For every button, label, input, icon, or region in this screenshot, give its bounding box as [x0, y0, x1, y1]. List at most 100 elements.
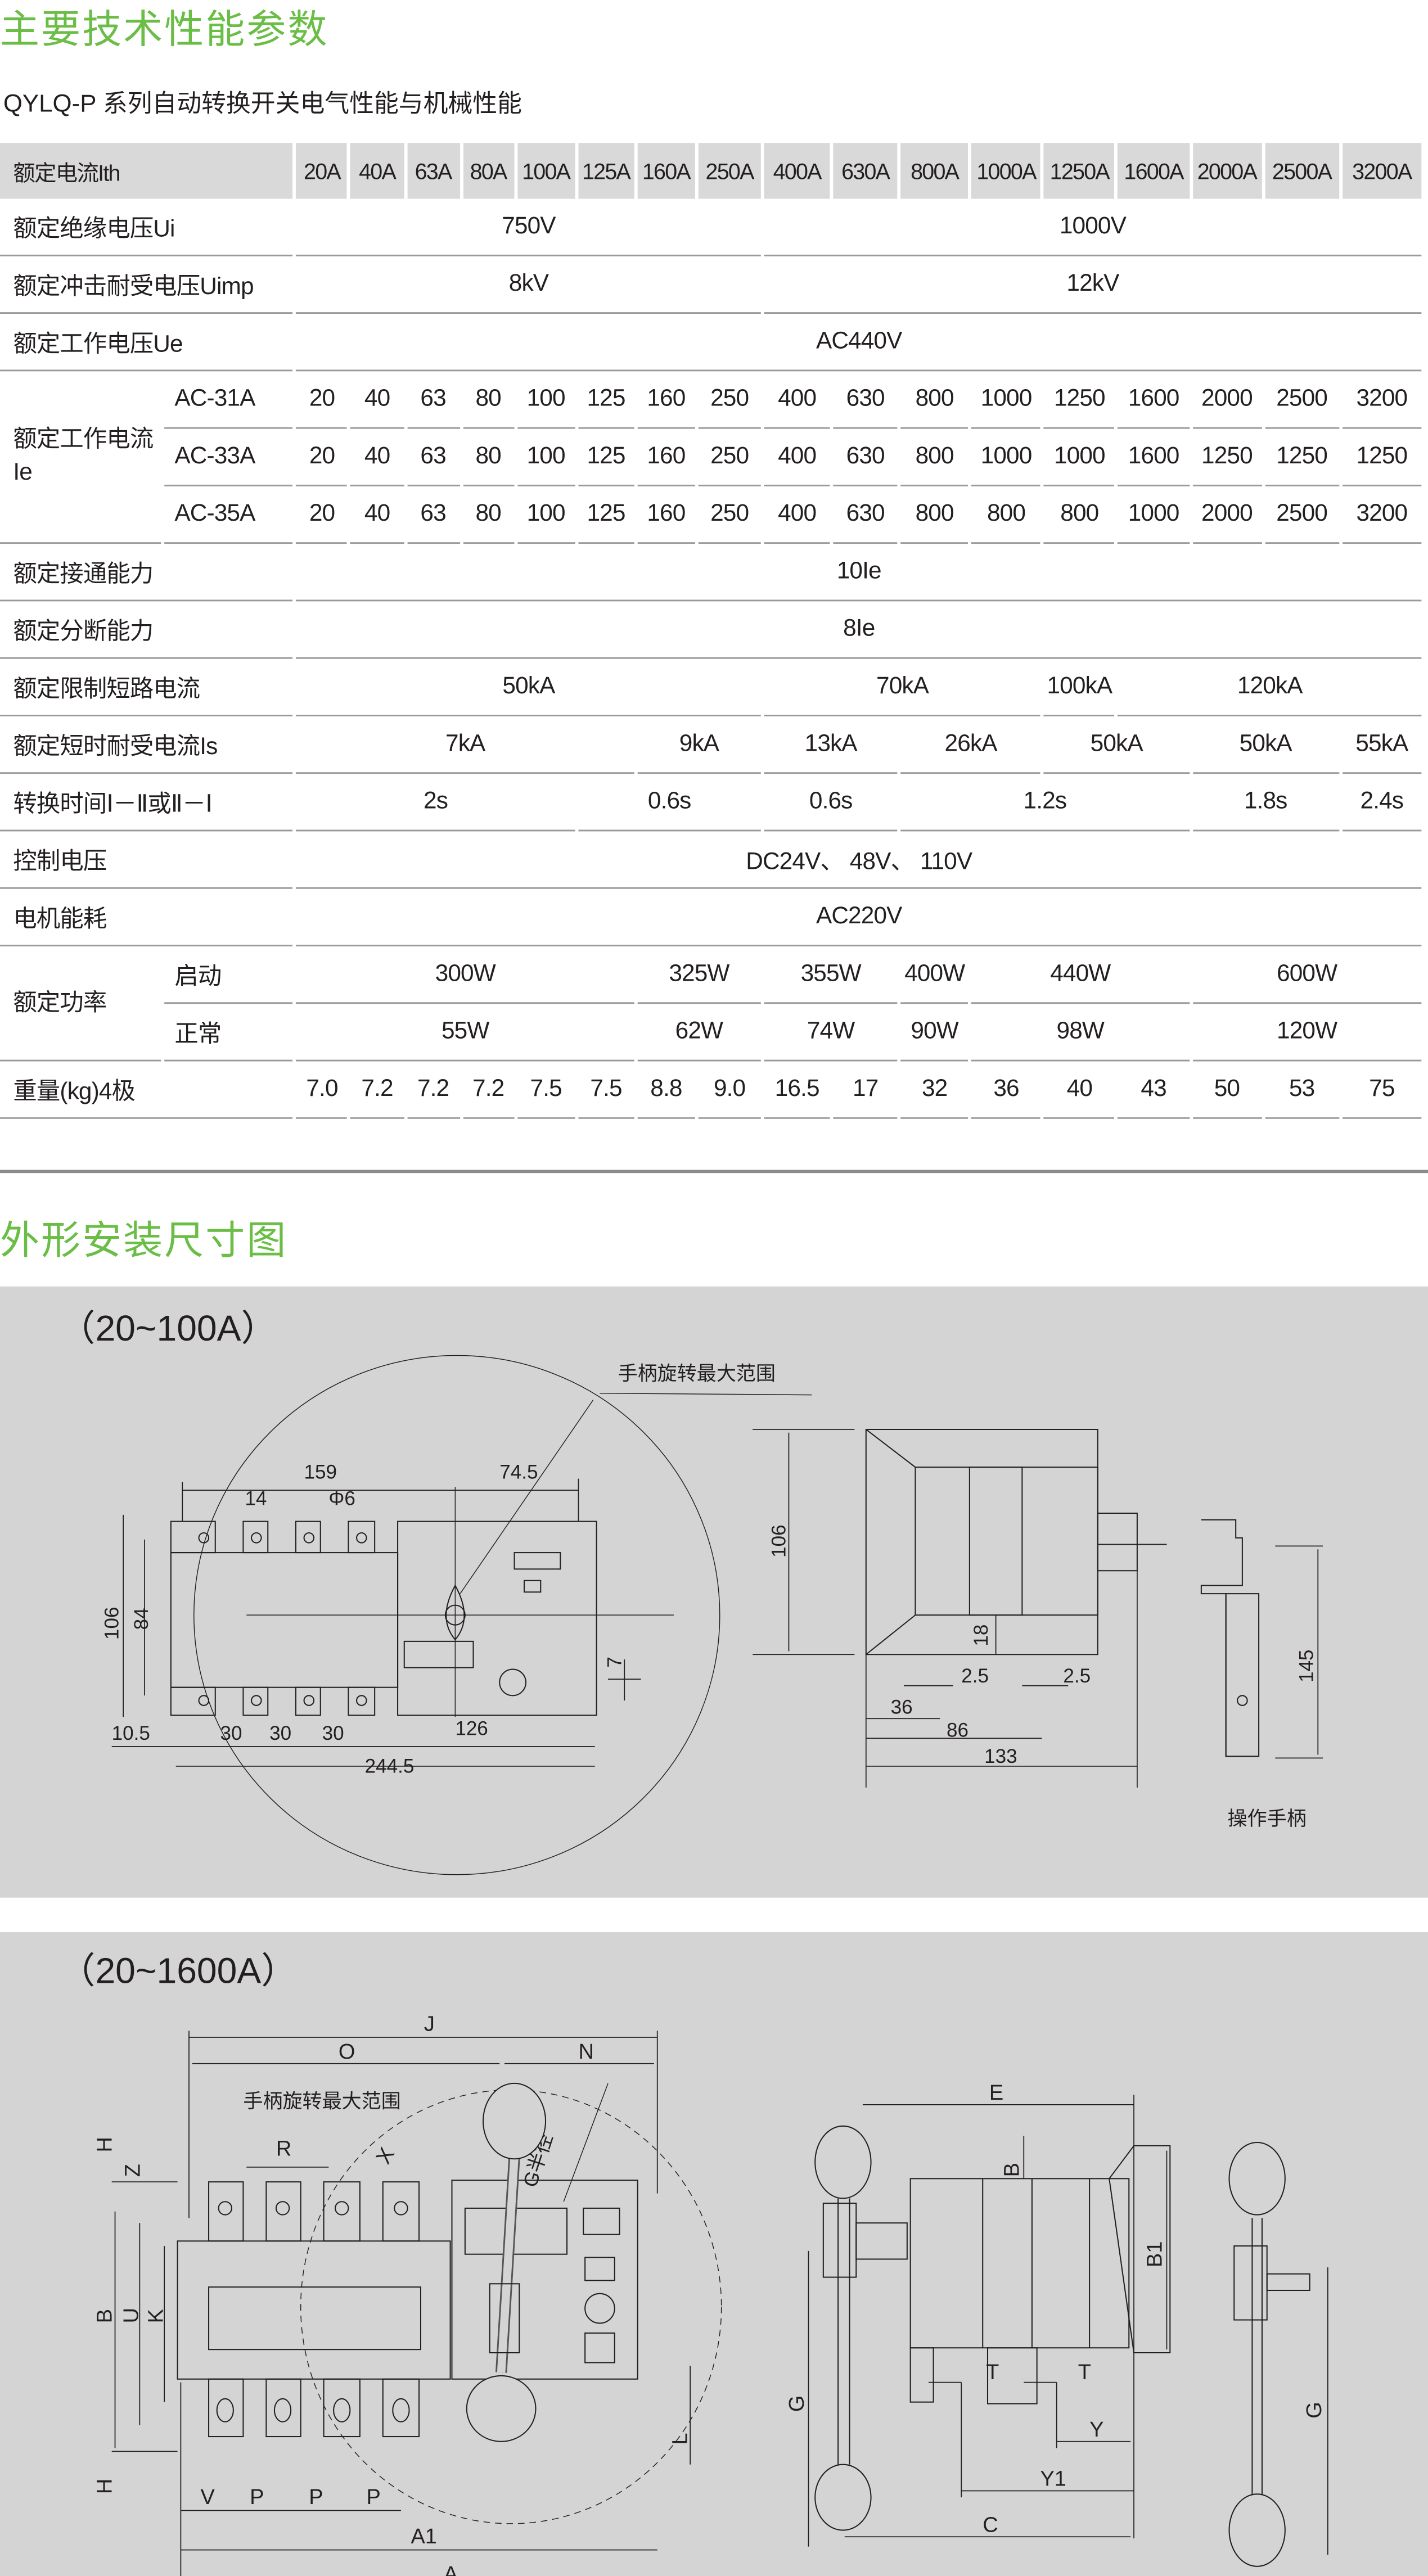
table-cell: 1.2s: [900, 774, 1190, 832]
table-cell: 9.0: [698, 1061, 761, 1119]
section-divider: [0, 1170, 1428, 1174]
table-cell: 325W: [637, 946, 761, 1004]
dim-A: A: [444, 2563, 458, 2576]
table-cell: 1000: [1118, 486, 1190, 544]
column-header: 20A: [296, 143, 348, 199]
table-cell: 7.2: [407, 1061, 460, 1119]
dim-N: N: [578, 2040, 593, 2064]
row-label: 额定功率: [0, 946, 162, 1062]
column-header: 80A: [462, 143, 514, 199]
drawing-panel-20-100a: （20~100A） 手柄旋转最大范围: [0, 1286, 1428, 1898]
front-view: [170, 1487, 674, 1717]
table-cell: 40: [350, 486, 404, 544]
table-cell: DC24V、 48V、 110V: [296, 831, 1422, 889]
row-label: 额定冲击耐受电压Uimp: [0, 256, 294, 314]
table-cell: 440W: [971, 946, 1190, 1004]
column-header: 1250A: [1044, 143, 1115, 199]
dim-H-top: H: [93, 2137, 117, 2152]
dim-244-5: 244.5: [365, 1756, 415, 1778]
front-dimensions: [111, 1478, 641, 1767]
table-cell: 1600: [1118, 429, 1190, 486]
dim-H-bottom: H: [93, 2479, 117, 2494]
dim-7: 7: [603, 1657, 625, 1668]
section-title-dimensions: 外形安装尺寸图: [0, 1219, 288, 1264]
handle-range-label: 手柄旋转最大范围: [618, 1363, 776, 1384]
dim-phi6: Φ6: [328, 1487, 355, 1509]
column-header: 40A: [350, 143, 404, 199]
table-cell: 100: [517, 486, 575, 544]
table-cell: 630: [833, 486, 898, 544]
table-cell: 125: [578, 429, 634, 486]
table-cell: 26kA: [900, 716, 1041, 774]
table-cell: 1.8s: [1192, 774, 1339, 832]
header-label: 额定电流Ith: [0, 143, 294, 199]
dimension-drawing-20-1600a: （20~1600A） 手柄旋转最大范围 G半径: [59, 1951, 1328, 2576]
table-cell: 8.8: [637, 1061, 695, 1119]
dim-36: 36: [891, 1696, 913, 1718]
column-header: 1600A: [1118, 143, 1190, 199]
table-cell: 7kA: [296, 716, 634, 774]
dim-74-5: 74.5: [499, 1461, 538, 1483]
row-sublabel: AC-31A: [164, 371, 294, 429]
table-cell: 2500: [1264, 486, 1339, 544]
dim-B1: B1: [1143, 2241, 1167, 2267]
dim-133: 133: [984, 1745, 1017, 1767]
table-cell: 800: [900, 429, 968, 486]
column-header: 63A: [407, 143, 460, 199]
table-cell: 32: [900, 1061, 968, 1119]
table-cell: 355W: [764, 946, 898, 1004]
table-cell: 800: [900, 371, 968, 429]
dim-Y1: Y1: [1040, 2467, 1066, 2491]
table-cell: 400W: [900, 946, 968, 1004]
handle-rotation-circle: [193, 1355, 720, 1875]
dim-126: 126: [455, 1717, 488, 1739]
table-cell: 0.6s: [764, 774, 898, 832]
dim-P: P: [367, 2485, 381, 2509]
table-cell: 2s: [296, 774, 575, 832]
table-cell: 40: [350, 429, 404, 486]
table-cell: 2000: [1192, 486, 1262, 544]
table-cell: 125: [578, 371, 634, 429]
table-cell: 750V: [296, 199, 761, 256]
dim-Y: Y: [1089, 2418, 1103, 2442]
table-cell: 20: [296, 429, 348, 486]
row-label: 额定分断能力: [0, 601, 294, 659]
dim-E: E: [989, 2081, 1003, 2105]
column-header: 630A: [833, 143, 898, 199]
table-cell: 160: [637, 486, 695, 544]
table-cell: 80: [462, 371, 514, 429]
table-cell: 630: [833, 429, 898, 486]
dimension-drawing-20-100a: （20~100A） 手柄旋转最大范围: [59, 1308, 1323, 1875]
row-sublabel: 启动: [164, 946, 294, 1004]
table-cell: 800: [971, 486, 1041, 544]
table-cell: 7.5: [517, 1061, 575, 1119]
table-cell: 160: [637, 429, 695, 486]
table-cell: 40: [1044, 1061, 1115, 1119]
table-cell: 3200: [1342, 486, 1422, 544]
dim-O: O: [339, 2040, 355, 2064]
row-label: 电机能耗: [0, 889, 294, 946]
table-cell: 7.2: [462, 1061, 514, 1119]
table-cell: 1000: [971, 429, 1041, 486]
dim-T: T: [986, 2361, 999, 2384]
table-cell: 1000: [971, 371, 1041, 429]
dim-14: 14: [245, 1487, 267, 1509]
table-subtitle: QYLQ-P 系列自动转换开关电气性能与机械性能: [3, 90, 522, 119]
dim-30: 30: [269, 1722, 291, 1744]
dim-86: 86: [947, 1719, 968, 1741]
table-cell: 2000: [1192, 371, 1262, 429]
row-label: 转换时间Ⅰ－Ⅱ或Ⅱ－Ⅰ: [0, 774, 294, 832]
side-view: [814, 2125, 1171, 2531]
column-header: 160A: [637, 143, 695, 199]
table-cell: 400: [764, 371, 830, 429]
dim-K: K: [144, 2309, 168, 2323]
